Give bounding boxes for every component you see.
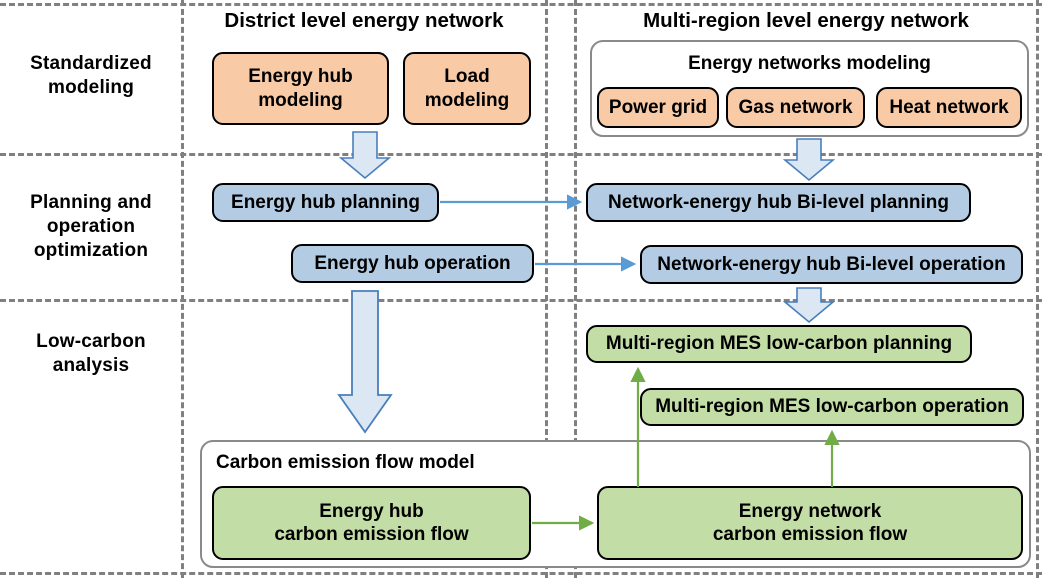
box-label: Multi-region MES low-carbon planning [605, 333, 953, 355]
row-label-line-2: analysis [52, 354, 130, 376]
box-energy-hub-carbon-emission-flow[interactable]: Energy hub carbon emission flow [212, 486, 531, 560]
block-arrow-bilevel-operation-to-mes-planning-down [782, 287, 836, 324]
box-multi-region-mes-low-carbon-planning[interactable]: Multi-region MES low-carbon planning [586, 325, 972, 363]
box-heat-network[interactable]: Heat network [876, 87, 1022, 128]
block-arrow-energy-networks-modeling-down [782, 138, 836, 182]
row-label-line-3: optimization [33, 239, 149, 261]
box-energy-hub-planning[interactable]: Energy hub planning [212, 183, 439, 222]
row-divider-2 [0, 299, 1042, 302]
box-label: Power grid [608, 96, 708, 118]
box-label: Gas network [738, 96, 853, 118]
group-title-energy-networks-modeling: Energy networks modeling [688, 53, 931, 74]
top-border [0, 3, 1042, 6]
box-label-line-1: Load [444, 66, 490, 88]
box-gas-network[interactable]: Gas network [726, 87, 865, 128]
group-title-carbon-emission-flow-model: Carbon emission flow model [216, 452, 475, 473]
column-divider-mid-b [574, 0, 577, 578]
box-label: Multi-region MES low-carbon operation [655, 396, 1009, 418]
row-label-standardized-modeling: Standardized modeling [6, 52, 176, 100]
box-label: Heat network [889, 96, 1009, 118]
block-arrow-energy-hub-to-carbon-flow-down [337, 290, 393, 434]
box-network-energy-hub-bilevel-operation[interactable]: Network-energy hub Bi-level operation [640, 245, 1023, 284]
box-label: Energy hub planning [231, 191, 420, 213]
box-label-line-2: carbon emission flow [274, 524, 469, 545]
column-header-district: District level energy network [224, 9, 504, 32]
box-energy-hub-operation[interactable]: Energy hub operation [291, 244, 534, 283]
row-divider-1 [0, 153, 1042, 156]
box-multi-region-mes-low-carbon-operation[interactable]: Multi-region MES low-carbon operation [640, 388, 1024, 426]
row-label-low-carbon-analysis: Low-carbon analysis [6, 330, 176, 378]
box-network-energy-hub-bilevel-planning[interactable]: Network-energy hub Bi-level planning [586, 183, 971, 222]
box-label: Network-energy hub Bi-level planning [608, 191, 949, 213]
box-label-line-1: Energy hub [319, 500, 424, 522]
bottom-border [0, 572, 1042, 575]
box-label-line-1: Energy network [738, 500, 882, 522]
box-label: Energy hub operation [314, 252, 511, 274]
box-load-modeling[interactable]: Load modeling [403, 52, 531, 125]
row-label-line-2: operation [46, 215, 136, 237]
box-label-line-2: modeling [258, 89, 343, 111]
row-label-planning-operation-optimization: Planning and operation optimization [6, 191, 176, 263]
box-energy-hub-modeling[interactable]: Energy hub modeling [212, 52, 389, 125]
box-label: Network-energy hub Bi-level operation [657, 253, 1006, 275]
column-divider-mid-a [545, 0, 548, 578]
column-header-multi-region: Multi-region level energy network [643, 9, 969, 32]
column-divider-left [181, 0, 184, 578]
box-label-line-1: Energy hub [248, 66, 353, 88]
box-energy-network-carbon-emission-flow[interactable]: Energy network carbon emission flow [597, 486, 1023, 560]
box-label-line-2: carbon emission flow [712, 524, 908, 545]
column-divider-right [1036, 0, 1039, 578]
box-label-line-2: modeling [424, 89, 510, 111]
row-label-line-1: Standardized [30, 53, 152, 74]
row-label-line-1: Low-carbon [36, 331, 146, 352]
row-label-line-1: Planning and [30, 192, 152, 213]
row-label-line-2: modeling [47, 76, 135, 98]
box-power-grid[interactable]: Power grid [597, 87, 719, 128]
